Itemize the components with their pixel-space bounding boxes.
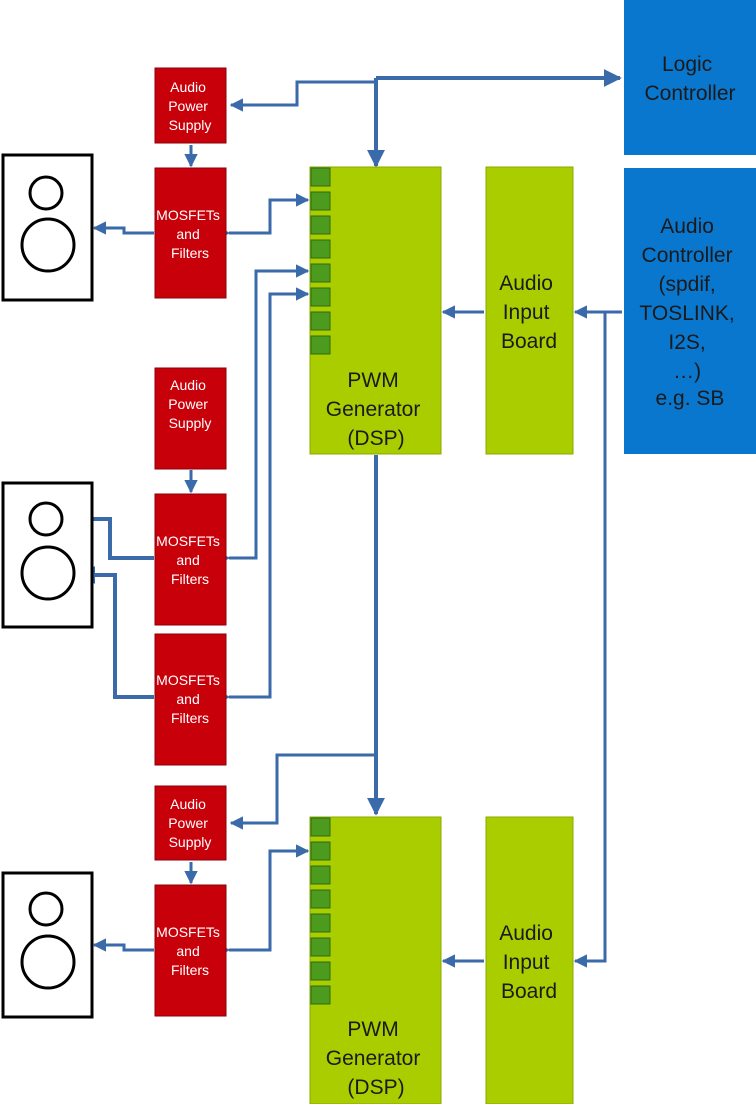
arrow-mosfet-to-speaker-woofer — [77, 566, 154, 699]
audio-input-board-top: Audio Input Board — [485, 166, 574, 455]
pwm-generator-bottom: PWM Generator (DSP) — [309, 816, 442, 1104]
speaker-icon-middle — [1, 481, 94, 629]
logic-controller-label: Logic Controller — [644, 53, 735, 105]
mosfets-filters-top: MOSFETs and Filters — [154, 167, 227, 299]
audio-controller-label: Audio Controller (spdif, TOSLINK, I2S, …… — [639, 215, 740, 410]
speaker-icon-bottom — [1, 871, 94, 1019]
mosfets-filters-middle-b: MOSFETs and Filters — [154, 633, 227, 766]
arrow-mosfet-to-speaker-bottom — [92, 938, 154, 952]
mosfets-filters-bottom: MOSFETs and Filters — [154, 884, 227, 1017]
audio-power-supply-bottom-label: Audio Power Supply — [168, 796, 212, 850]
arrow-to-power-supply-bottom — [229, 753, 376, 830]
arrow-audio-controller-to-input-bottom — [573, 312, 607, 968]
pwm-pins-top — [310, 167, 331, 355]
arrow-to-power-supply-top — [229, 80, 376, 112]
arrow-bidir-mosfet-pwm-middle-b — [216, 287, 310, 704]
mosfets-filters-top-label: MOSFETs and Filters — [156, 207, 224, 261]
pwm-pins-bottom — [310, 817, 331, 1005]
speaker-icon-top — [1, 153, 94, 302]
pwm-generator-bottom-label: PWM Generator (DSP) — [326, 1018, 426, 1099]
logic-controller-box: Logic Controller — [624, 0, 756, 155]
audio-power-supply-middle: Audio Power Supply — [154, 367, 227, 470]
audio-power-supply-top: Audio Power Supply — [154, 67, 227, 144]
pwm-generator-top-label: PWM Generator (DSP) — [326, 369, 426, 450]
mosfets-filters-middle-a-label: MOSFETs and Filters — [156, 533, 224, 587]
audio-controller-box: Audio Controller (spdif, TOSLINK, I2S, …… — [624, 168, 756, 454]
audio-power-supply-bottom: Audio Power Supply — [154, 785, 227, 861]
mosfets-filters-bottom-label: MOSFETs and Filters — [156, 924, 224, 978]
pwm-generator-top: PWM Generator (DSP) — [309, 166, 442, 455]
audio-input-board-bottom: Audio Input Board — [485, 816, 574, 1104]
audio-power-supply-middle-label: Audio Power Supply — [168, 377, 212, 431]
mosfets-filters-middle-b-label: MOSFETs and Filters — [156, 672, 224, 726]
arrow-bidir-mosfet-pwm-bottom — [216, 844, 310, 957]
arrow-bidir-mosfet-pwm-top — [216, 193, 310, 240]
audio-input-board-top-label: Audio Input Board — [499, 272, 559, 353]
arrow-mosfet-to-speaker-top — [92, 221, 154, 235]
connections — [64, 69, 622, 968]
audio-power-supply-top-label: Audio Power Supply — [168, 79, 212, 133]
mosfets-filters-middle-a: MOSFETs and Filters — [154, 493, 227, 626]
audio-input-board-bottom-label: Audio Input Board — [499, 922, 559, 1003]
